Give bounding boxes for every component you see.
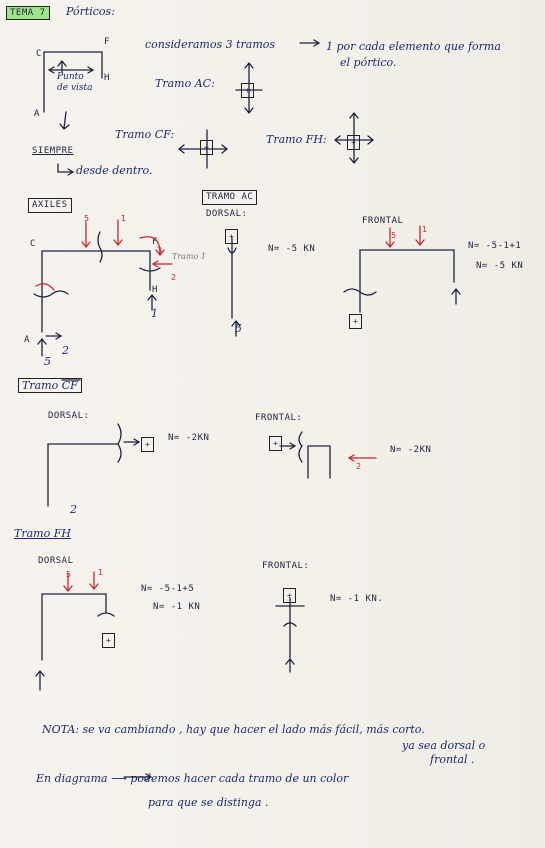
reaction-5: 5 — [235, 322, 242, 335]
tramo-ac-label: Tramo AC: — [155, 77, 215, 90]
cf-reaction-2: 2 — [70, 503, 77, 516]
nota-line-3: frontal . — [430, 753, 475, 766]
axiles-label-a: A — [24, 335, 30, 345]
cf-dorsal-label: DORSAL: — [48, 411, 90, 421]
tramo-fh-heading: Tramo FH — [14, 527, 71, 540]
fh-dorsal-label: DORSAL — [38, 556, 74, 566]
siempre-label: SIEMPRE — [32, 146, 74, 156]
cf-frontal-label: FRONTAL: — [255, 413, 303, 423]
tramo-cf-heading: Tramo CF — [18, 378, 82, 393]
nota-line-2: ya sea dorsal o — [402, 739, 486, 752]
cf-n-frontal: N= -2KN — [390, 445, 432, 455]
frontal-label: FRONTAL — [362, 216, 404, 226]
fh-load-1: 1 — [98, 568, 104, 577]
axiles-label-h: H — [152, 285, 158, 295]
de-vista-label: de vista — [57, 83, 93, 93]
nota-line-1: NOTA: se va cambiando , hay que hacer el… — [42, 723, 425, 736]
plus-box-dorsal-cf: + — [141, 437, 155, 452]
fh-n-line-2: N= -1 KN — [153, 602, 201, 612]
frontal-load-5: 5 — [391, 231, 397, 240]
intro-line-2: 1 por cada elemento que forma — [326, 40, 501, 53]
n-dorsal-ac: N= -5 KN — [268, 244, 316, 254]
reaction-2: 2 — [62, 344, 69, 357]
plus-box-frontal-ac: + — [349, 314, 363, 329]
fh-n-frontal: N= -1 KN. — [330, 594, 384, 604]
diagrama-line-1: En diagrama ⟶ podemos hacer cada tramo d… — [36, 772, 349, 785]
tema-badge: TEMA 7 — [6, 6, 50, 20]
load-5: 5 — [84, 214, 90, 223]
axiles-label: AXILES — [28, 198, 72, 213]
n-frontal-ac-1: N= -5-1+1 — [468, 241, 522, 251]
intro-line-3: el pórtico. — [340, 56, 397, 69]
intro-line-1: consideramos 3 tramos — [145, 38, 276, 51]
dorsal-label: DORSAL: — [206, 209, 248, 219]
tramo-fh-label: Tramo FH: — [266, 133, 327, 146]
fh-frontal-label: FRONTAL: — [262, 561, 310, 571]
cf-load-2: 2 — [356, 462, 362, 471]
label-f: F — [104, 37, 110, 47]
load-2: 2 — [171, 273, 177, 282]
label-a: A — [34, 109, 40, 119]
tramo-ac-heading: TRAMO AC — [202, 190, 258, 205]
siempre-note: desde dentro. — [76, 164, 153, 177]
cf-n-dorsal: N= -2KN — [168, 433, 210, 443]
frontal-load-1: 1 — [422, 225, 428, 234]
label-h: H — [104, 73, 110, 83]
reaction-1: 1 — [151, 307, 158, 320]
bleed-through-text: · · · · · · · · — [225, 165, 259, 173]
fh-n-line-1: N= -5-1+5 — [141, 584, 195, 594]
page-title: Pórticos: — [66, 5, 115, 18]
plus-box-frontal-cf: + — [269, 436, 283, 451]
plus-box-dorsal-fh: + — [102, 633, 116, 648]
tramo-cf-label: Tramo CF: — [115, 128, 175, 141]
label-c: C — [36, 49, 42, 59]
reaction-5b: 5 — [44, 355, 51, 368]
axiles-label-f: F — [152, 237, 158, 247]
tramo-1-note: Tramo 1 — [172, 252, 206, 261]
punto-label: Punto — [57, 72, 84, 82]
axiles-label-c: C — [30, 239, 36, 249]
bleed-through-text: ··· ··· ··· — [420, 14, 445, 22]
n-frontal-ac-2: N= -5 KN — [476, 261, 524, 271]
load-1: 1 — [121, 214, 127, 223]
diagrama-line-2: para que se distinga . — [148, 796, 269, 809]
